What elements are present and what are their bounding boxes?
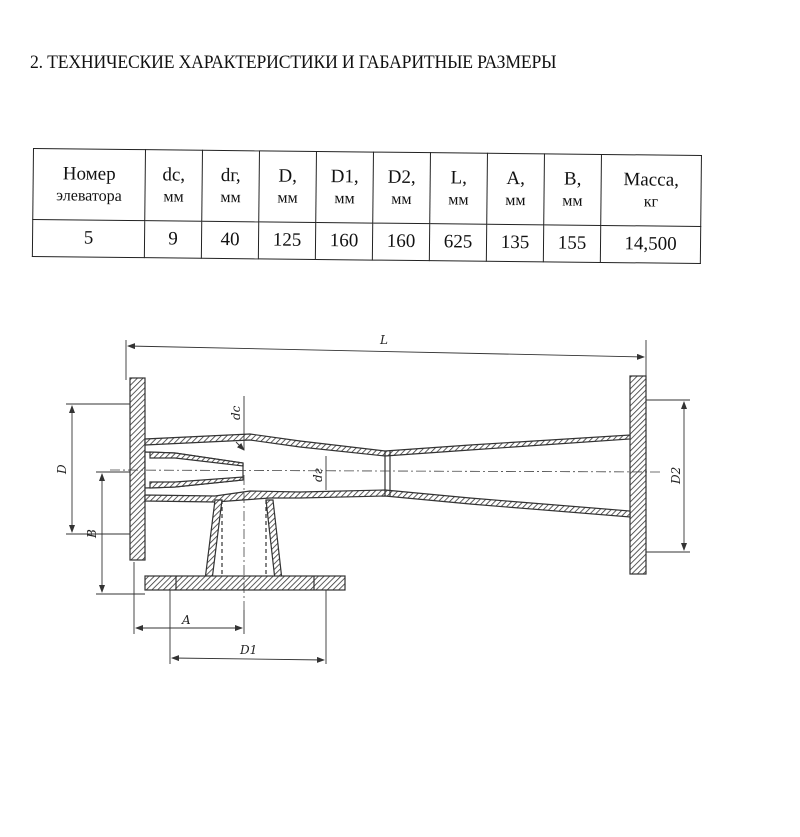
table-row: 5 9 40 125 160 160 625 135 155 14,500 bbox=[32, 219, 701, 264]
header-cell-b: B,мм bbox=[543, 153, 602, 226]
cell-dc: 9 bbox=[144, 220, 202, 259]
header-cell-a: A,мм bbox=[486, 153, 545, 225]
cell-a: 135 bbox=[486, 224, 544, 262]
label-nozzle-diameter: dс bbox=[229, 405, 243, 420]
header-cell-dc: dс,мм bbox=[144, 149, 203, 222]
branch-flange bbox=[144, 575, 346, 591]
nozzle-cone-hatch-bottom bbox=[149, 476, 244, 489]
branch-pipe-left-wall bbox=[204, 499, 223, 581]
chamber-wall-top bbox=[144, 433, 631, 457]
chamber-wall-bottom bbox=[144, 489, 631, 518]
label-branch-distance: A bbox=[181, 613, 191, 627]
inlet-flange bbox=[129, 377, 146, 561]
outlet-flange bbox=[629, 375, 647, 575]
header-cell-dg: dг,мм bbox=[201, 150, 260, 222]
section-heading: 2. ТЕХНИЧЕСКИЕ ХАРАКТЕРИСТИКИ И ГАБАРИТН… bbox=[30, 52, 557, 73]
header-cell-mass: Масса,кг bbox=[600, 154, 702, 227]
branch-pipe-right-wall bbox=[265, 499, 283, 581]
cell-dg: 40 bbox=[201, 221, 259, 259]
header-cell-d1: D1,мм bbox=[315, 151, 374, 224]
header-cell-d2: D2,мм bbox=[372, 152, 431, 224]
label-branch-offset: B bbox=[85, 529, 99, 539]
label-length: L bbox=[379, 333, 388, 347]
branch-diameter-dimension bbox=[171, 655, 325, 663]
cell-d2: 160 bbox=[372, 223, 430, 261]
elevator-technical-drawing: L dс dг D B D2 A D1 bbox=[55, 333, 690, 664]
label-throat-diameter: dг bbox=[311, 468, 325, 482]
elevator-body bbox=[129, 375, 647, 591]
center-lines bbox=[109, 469, 661, 610]
header-cell-l: L,мм bbox=[429, 152, 488, 225]
cell-d1: 160 bbox=[315, 222, 373, 261]
cell-b: 155 bbox=[543, 224, 601, 263]
cell-elevator-number: 5 bbox=[32, 219, 145, 258]
header-cell-d: D,мм bbox=[258, 150, 317, 223]
dimension-lines bbox=[66, 340, 690, 664]
label-outlet-diameter: D2 bbox=[669, 467, 683, 485]
cell-d: 125 bbox=[258, 221, 316, 260]
cell-l: 625 bbox=[429, 223, 487, 262]
label-branch-diameter: D1 bbox=[239, 643, 257, 657]
cell-mass: 14,500 bbox=[600, 225, 701, 264]
label-inlet-diameter: D bbox=[55, 464, 69, 475]
length-dimension bbox=[127, 343, 645, 360]
nozzle-cone-hatch-top bbox=[149, 451, 244, 467]
